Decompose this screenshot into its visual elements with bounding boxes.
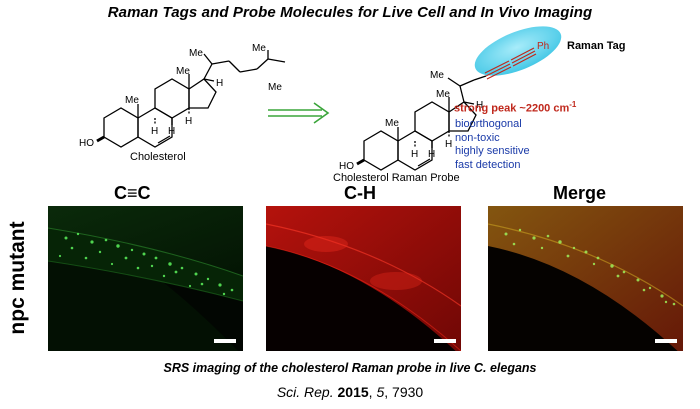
hydrogen-label: H (216, 78, 223, 89)
methyl-label: Me (176, 66, 190, 77)
ho-label: HO (79, 138, 94, 149)
hydrogen-label: H (185, 116, 192, 127)
methyl-label: Me (430, 70, 444, 81)
image-panel-cc (48, 206, 243, 351)
methyl-label: Me (252, 43, 266, 54)
strong-peak-label: strong peak ~2200 cm-1 (454, 100, 577, 115)
property-item: fast detection (455, 158, 521, 171)
raman-probe-structure (356, 75, 487, 171)
raman-tag-label: Raman Tag (567, 40, 626, 52)
figure-title: Raman Tags and Probe Molecules for Live … (107, 4, 593, 21)
property-item: bioorthogonal (455, 118, 522, 130)
raman-tag-bubble (474, 26, 562, 76)
panel-title-ch: C-H (344, 183, 376, 203)
chemical-scheme: HO Me Me Me Me Me H H H H (79, 26, 562, 172)
ho-label: HO (339, 161, 354, 172)
hydrogen-label: H (151, 126, 158, 137)
scale-bar (655, 339, 677, 343)
cholesterol-structure (96, 50, 286, 148)
transform-arrow (268, 102, 330, 124)
methyl-label: Me (189, 48, 203, 59)
methyl-label: Me (385, 118, 399, 129)
raman-probe-label: Cholesterol Raman Probe (333, 172, 460, 184)
diyne-raman-tag (484, 47, 537, 80)
hydrogen-label: H (411, 149, 418, 160)
methyl-label: Me (125, 95, 139, 106)
methyl-label: Me (436, 89, 450, 100)
figure-caption: SRS imaging of the cholesterol Raman pro… (163, 361, 537, 375)
scale-bar (434, 339, 456, 343)
panel-title-cc: C≡C (114, 183, 151, 203)
property-item: highly sensitive (455, 145, 530, 157)
row-label: npc mutant (6, 221, 29, 335)
probe-properties-list: bioorthogonal non-toxic highly sensitive… (455, 118, 530, 172)
cholesterol-label: Cholesterol (130, 151, 186, 163)
hydrogen-label: H (428, 149, 435, 160)
image-panel-ch (266, 206, 461, 351)
methyl-label: Me (268, 82, 282, 93)
phenyl-label: Ph (537, 41, 549, 52)
citation: Sci. Rep. 2015, 5, 7930 (276, 384, 424, 400)
hydrogen-label: H (445, 139, 452, 150)
hydrogen-label: H (476, 100, 483, 111)
panel-title-merge: Merge (553, 183, 607, 203)
hydrogen-label: H (168, 126, 175, 137)
property-item: non-toxic (455, 131, 500, 144)
image-panel-merge (488, 206, 683, 351)
scale-bar (214, 339, 236, 343)
